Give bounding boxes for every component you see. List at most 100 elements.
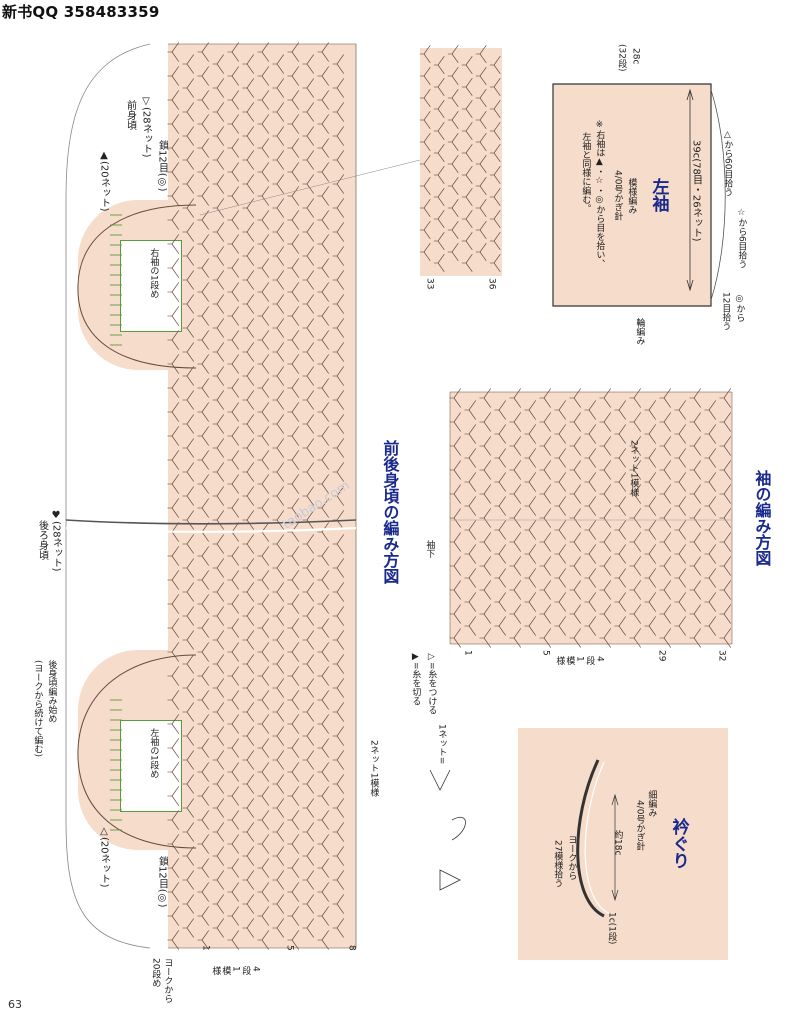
stitch-mark [186,534,195,554]
stitch-mark [710,89,726,301]
stitch-mark [618,520,627,540]
stitch-mark [306,222,315,242]
stitch-mark [321,618,330,638]
stitch-mark [216,798,225,818]
stitch-mark [246,894,255,914]
body-chart-title: 前後身頃の編み方図 [380,440,400,584]
stitch-mark [479,132,487,152]
stitch-mark [231,906,240,926]
stitch-mark [449,391,733,645]
stitch-mark [603,628,612,648]
stitch-mark [186,270,195,290]
stitch-mark [465,209,473,229]
stitch-mark [201,714,210,734]
stitch-mark [291,66,300,86]
back-start-1: 後身頃編み始め [46,660,57,723]
stitch-mark [513,604,522,624]
stitch-mark [231,114,240,134]
stitch-mark [276,126,285,146]
stitch-mark [321,714,330,734]
stitch-mark [231,882,240,902]
stitch-mark [246,318,255,338]
left-sleeve-length-2: (32段) [616,44,627,72]
stitch-mark [171,186,180,206]
stitch-mark [231,330,240,350]
stitch-mark [321,906,330,926]
stitch-mark [216,342,225,362]
stitch-mark [261,858,270,878]
stitch-mark [528,448,537,468]
stitch-mark [246,222,255,242]
stitch-mark [321,210,330,230]
sleeve-row-4: 4 [594,656,605,662]
stitch-mark [588,400,597,420]
stitch-mark [663,604,672,624]
stitch-mark [423,154,431,174]
stitch-mark [306,414,315,434]
stitch-mark [216,78,225,98]
stitch-mark [201,618,210,638]
stitch-mark [723,388,732,408]
stitch-mark [723,604,732,624]
stitch-mark [483,388,492,408]
stitch-mark [479,220,487,240]
stitch-mark [678,448,687,468]
stitch-mark [246,774,255,794]
stitch-mark [246,534,255,554]
stitch-mark [498,400,507,420]
stitch-mark [336,462,345,482]
bottom-count: △(20ネット) [98,826,110,888]
left-sleeve-opening [120,720,182,812]
stitch-mark [423,198,431,218]
stitch-mark [648,424,657,444]
stitch-mark [291,498,300,518]
collar-hook: 4/0号かぎ針 [634,800,645,851]
stitch-mark [686,88,694,101]
stitch-mark [708,544,717,564]
stitch-mark [186,726,195,746]
stitch-mark [678,472,687,492]
stitch-mark [171,474,180,494]
collar-height: 1c(1段) [606,912,617,945]
stitch-mark [201,378,210,398]
stitch-mark [261,786,270,806]
stitch-mark [261,66,270,86]
front-label: 前身頃 [124,100,136,130]
stitch-mark [171,642,180,662]
stitch-mark [216,126,225,146]
stitch-mark [201,882,210,902]
stitch-mark [216,462,225,482]
stitch-mark [186,870,195,890]
stitch-mark [336,78,345,98]
stitch-mark [573,604,582,624]
stitch-mark [453,580,462,600]
stitch-mark [468,448,477,468]
stitch-mark [231,834,240,854]
stitch-mark [573,412,582,432]
stitch-mark [573,556,582,576]
stitch-mark [186,678,195,698]
stitch-mark [686,279,694,292]
stitch-mark [321,546,330,566]
stitch-mark [708,400,717,420]
stitch-mark [336,534,345,554]
row12-top: 鎖12目(◎) [156,140,168,192]
stitch-mark [588,496,597,516]
stitch-mark [483,604,492,624]
stitch-mark [493,55,501,75]
stitch-mark [216,438,225,458]
stitch-mark [231,498,240,518]
stitch-mark [171,330,180,350]
stitch-mark [588,424,597,444]
stitch-mark [678,544,687,564]
stitch-mark [231,666,240,686]
stitch-mark [291,162,300,182]
stitch-mark [276,822,285,842]
stitch-mark [201,666,210,686]
stitch-mark [261,930,270,950]
stitch-mark [291,306,300,326]
stitch-mark [231,186,240,206]
left-sleeve-pattern: 模様編み [626,178,637,214]
stitch-mark [513,556,522,576]
stitch-mark [465,77,473,97]
